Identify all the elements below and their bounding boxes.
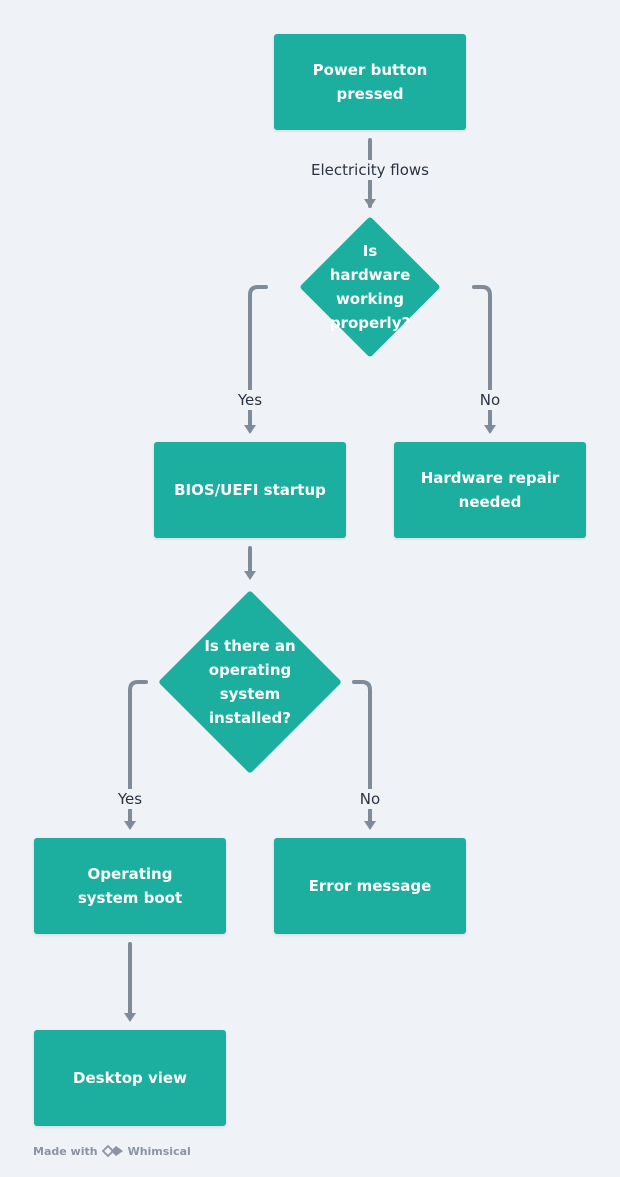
decision-label: Is there an operating system installed? <box>204 637 296 727</box>
edge-hardware-no-arrowhead <box>484 425 496 434</box>
edge-label-hardware-yes: Yes <box>237 390 263 410</box>
edge-boot-arrowhead <box>124 1013 136 1022</box>
edge-label-hardware-no: No <box>479 390 501 410</box>
decision-os-installed[interactable]: Is there an operating system installed? <box>150 588 350 776</box>
whimsical-logo-icon <box>101 1144 123 1158</box>
node-label: Power button pressed <box>312 61 428 103</box>
edge-hardware-no <box>472 285 492 428</box>
decision-hardware-working[interactable]: Is hardware working properly? <box>270 216 470 358</box>
made-with-label: Made with <box>33 1144 98 1158</box>
decision-label-wrap: Is there an operating system installed? <box>150 588 350 776</box>
brand-label: Whimsical <box>127 1144 191 1158</box>
edge-hardware-yes <box>248 285 268 428</box>
edge-os-yes-arrowhead <box>124 821 136 830</box>
edge-os-no <box>352 680 372 824</box>
edge-label-os-yes: Yes <box>117 789 143 809</box>
node-label: Operating system boot <box>77 865 183 907</box>
node-label: Error message <box>308 877 432 895</box>
node-power-button-pressed[interactable]: Power button pressed <box>274 34 466 130</box>
node-label: BIOS/UEFI startup <box>174 481 326 499</box>
node-desktop-view[interactable]: Desktop view <box>34 1030 226 1126</box>
decision-label: Is hardware working properly? <box>329 242 411 332</box>
node-label: Hardware repair needed <box>420 469 560 511</box>
node-operating-system-boot[interactable]: Operating system boot <box>34 838 226 934</box>
made-with-footer[interactable]: Made with Whimsical <box>33 1144 191 1158</box>
node-error-message[interactable]: Error message <box>274 838 466 934</box>
edge-os-yes <box>128 680 148 824</box>
edge-label-electricity: Electricity flows <box>311 160 429 180</box>
edge-bios-arrowhead <box>244 571 256 580</box>
node-bios-uefi-startup[interactable]: BIOS/UEFI startup <box>154 442 346 538</box>
edge-os-no-arrowhead <box>364 821 376 830</box>
edge-label-os-no: No <box>359 789 381 809</box>
decision-label-wrap: Is hardware working properly? <box>270 216 470 358</box>
edge-power-arrowhead <box>364 199 376 208</box>
edge-hardware-yes-arrowhead <box>244 425 256 434</box>
node-hardware-repair-needed[interactable]: Hardware repair needed <box>394 442 586 538</box>
node-label: Desktop view <box>73 1069 187 1087</box>
